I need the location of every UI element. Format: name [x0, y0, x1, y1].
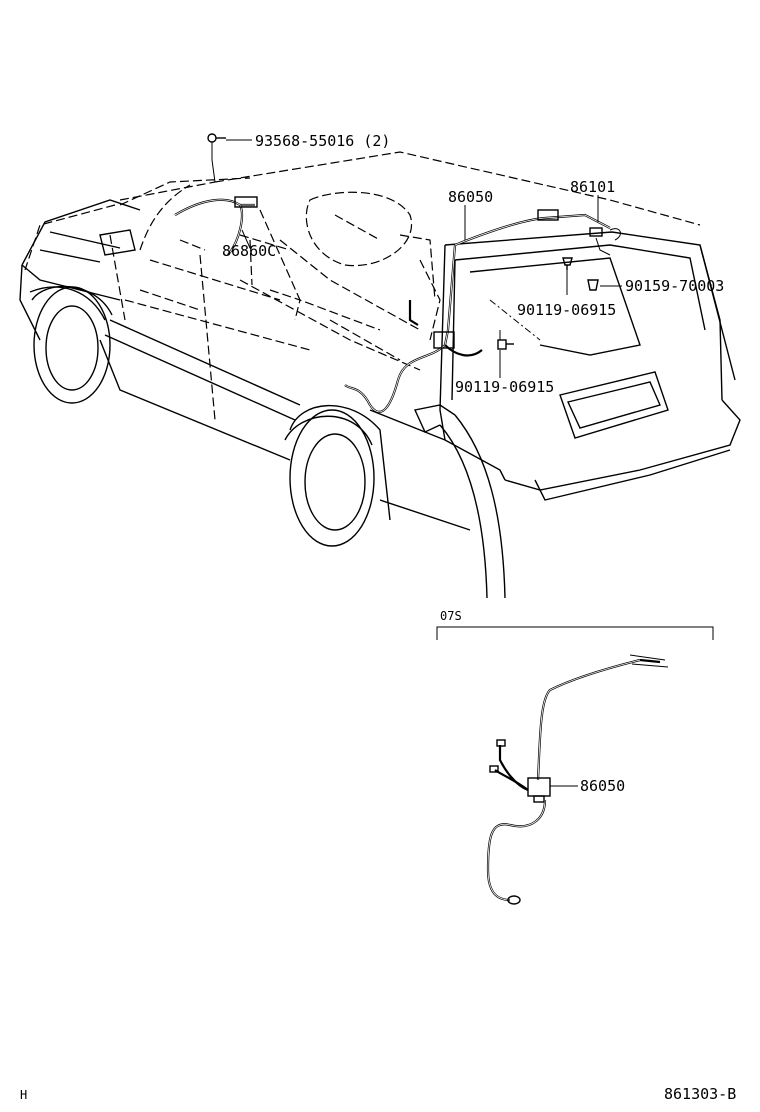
label-86101: 86101 [570, 178, 615, 196]
wire-harness-main [174, 196, 621, 413]
bolt-90159-icon [587, 279, 599, 291]
label-90119-06915-upper: 90119-06915 [517, 301, 616, 319]
bolt-93568-icon [207, 133, 226, 143]
bolt-90119-lower-icon [497, 339, 514, 350]
label-93568-55016: 93568-55016 (2) [255, 132, 390, 150]
bolt-90119-upper-icon [562, 257, 573, 270]
label-90159-70003: 90159-70003 [625, 277, 724, 295]
corner-code-left: H [20, 1088, 27, 1102]
label-86050-top: 86050 [448, 188, 493, 206]
diagram-reference-number: 861303-B [664, 1085, 736, 1103]
inset-title: 07S [440, 609, 462, 623]
label-86050-inset: 86050 [580, 777, 625, 795]
label-90119-06915-lower: 90119-06915 [455, 378, 554, 396]
vehicle-outline [19, 151, 741, 547]
part-labels: 93568-55016 (2) 86050 86101 86860C 90159… [222, 132, 724, 795]
inset-07s: 07S [436, 609, 714, 905]
detail-arrow [413, 404, 506, 599]
leader-lines [211, 139, 622, 378]
label-86860c: 86860C [222, 242, 276, 260]
